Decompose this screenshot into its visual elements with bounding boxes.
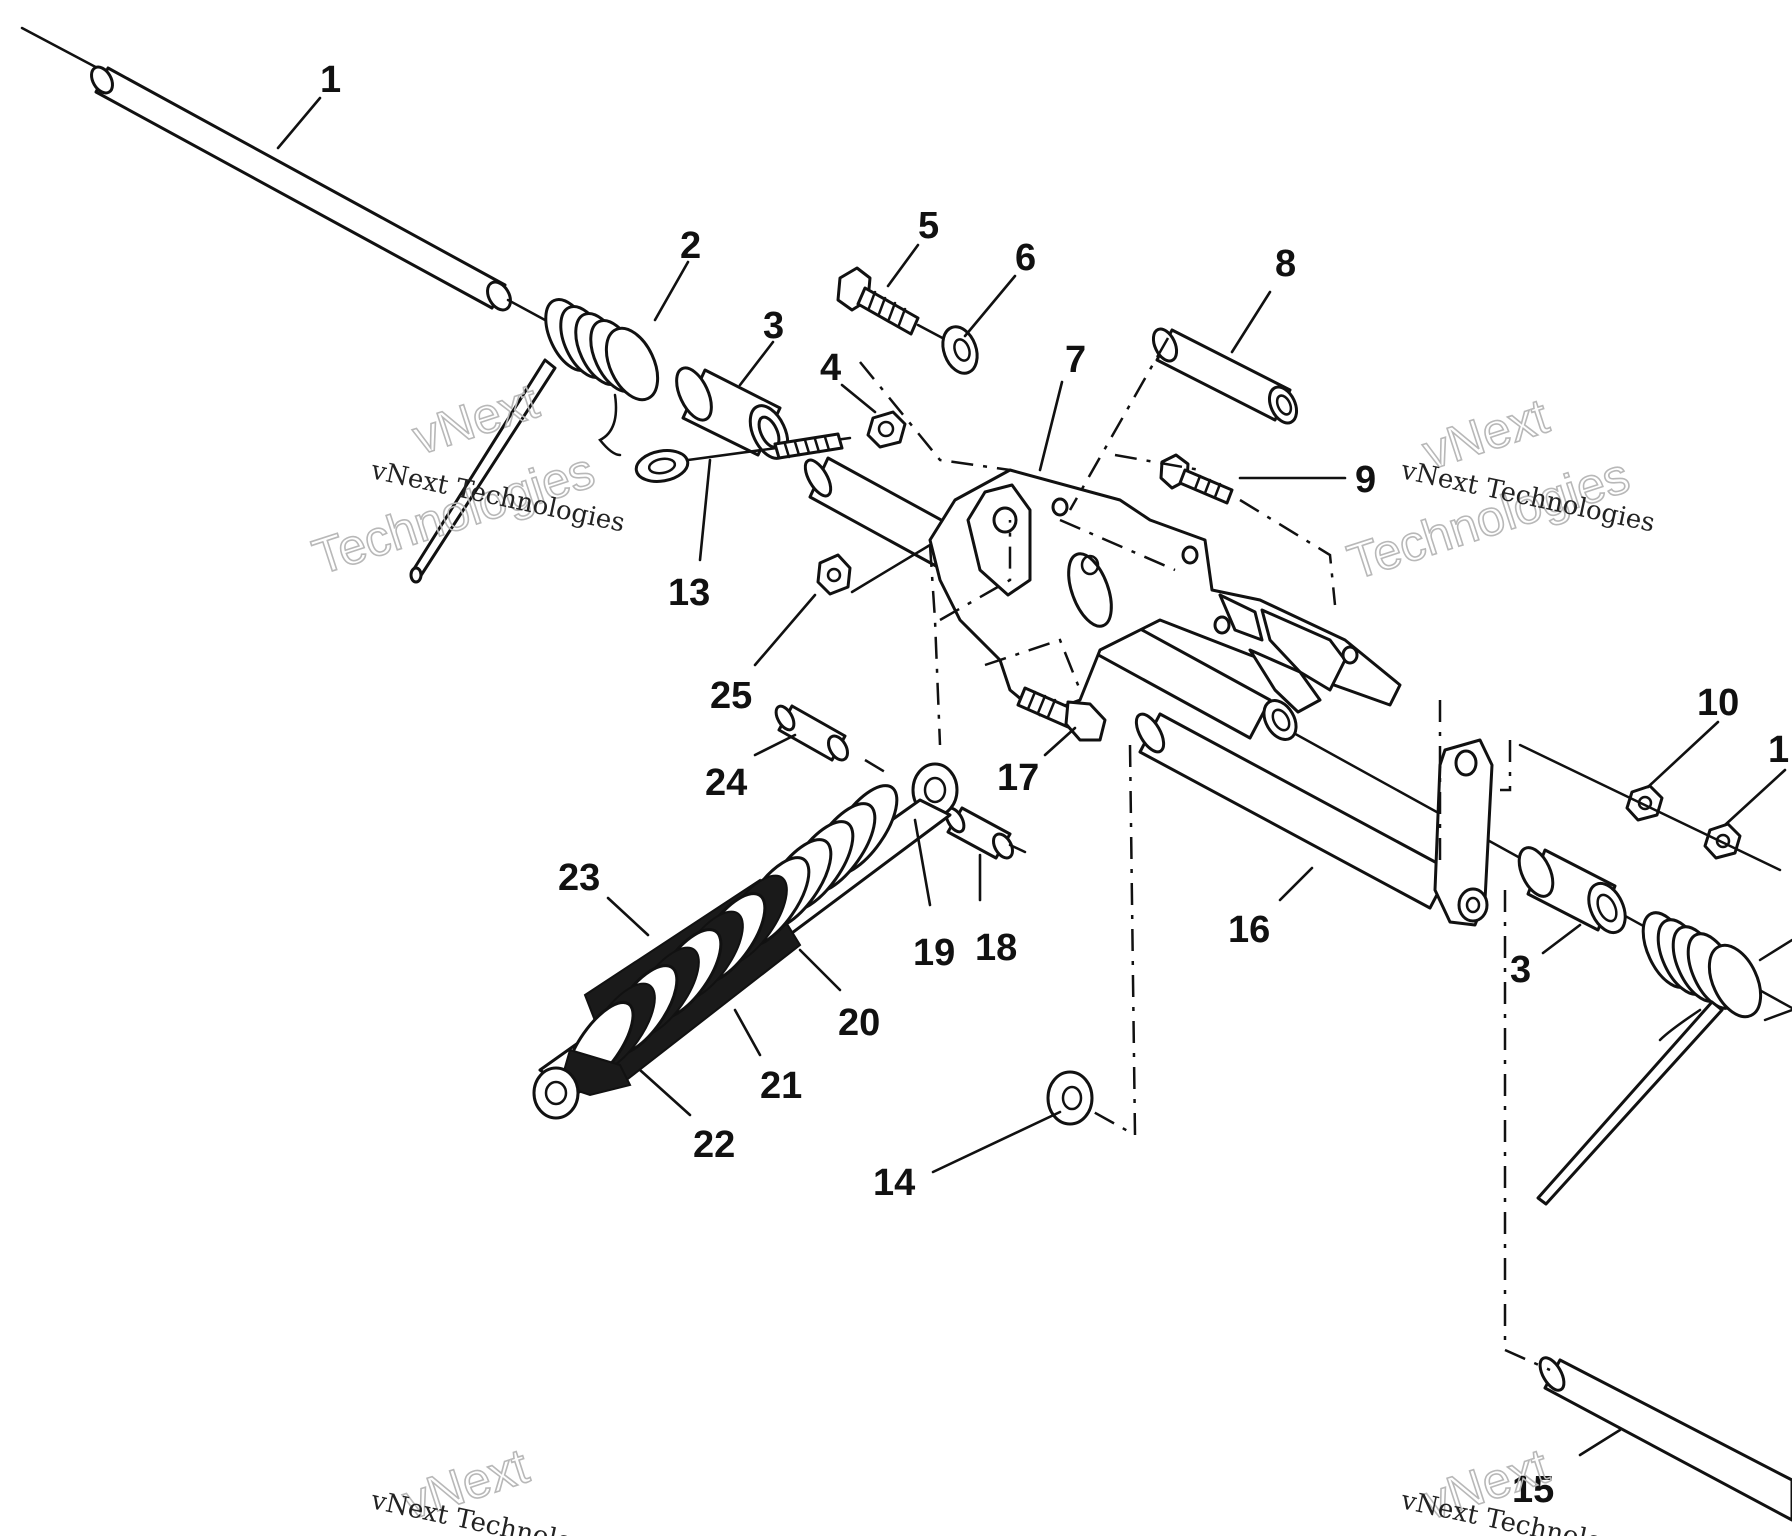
watermark-bottom-left: vNext vNext Technologies xyxy=(368,1437,628,1536)
part-8-pin xyxy=(1151,327,1299,425)
leader-lines xyxy=(276,96,1787,1457)
callout-24: 24 xyxy=(705,762,747,804)
callout-13: 13 xyxy=(668,572,710,614)
callout-10: 10 xyxy=(1697,682,1739,724)
callout-16: 16 xyxy=(1228,909,1270,951)
callout-18: 18 xyxy=(975,927,1017,969)
part-16-lower-tube xyxy=(1134,699,1452,910)
torsion-spring-right xyxy=(1536,911,1792,1206)
part-9-bolt xyxy=(1159,453,1234,505)
callout-11: 1 xyxy=(1768,729,1789,771)
callout-2: 2 xyxy=(680,225,701,267)
svg-text:vNext: vNext xyxy=(406,373,545,466)
callout-3-right: 3 xyxy=(1510,949,1531,991)
watermark-top-right: vNext Technologies vNext Technologies xyxy=(1340,387,1657,591)
part-15-tube xyxy=(1538,1356,1792,1522)
part-4-nut xyxy=(866,410,907,449)
part-2-torsion-spring-left xyxy=(409,298,660,584)
callout-21: 21 xyxy=(760,1065,802,1107)
part-17-bolt xyxy=(1016,686,1107,742)
part-1-rod xyxy=(20,26,547,322)
callout-20: 20 xyxy=(838,1002,880,1044)
part-25-nut xyxy=(816,543,932,596)
callout-25: 25 xyxy=(710,675,752,717)
part-6-washer xyxy=(941,325,979,375)
callout-22: 22 xyxy=(693,1124,735,1166)
callout-7: 7 xyxy=(1065,339,1086,381)
shock-absorber xyxy=(532,762,959,1120)
assembly-lines xyxy=(859,337,1551,1372)
part-10-nut xyxy=(1625,784,1664,822)
watermark-top-left: vNext Technologies vNext Technologies xyxy=(305,372,627,586)
part-14-washer xyxy=(1046,1070,1094,1126)
callout-19: 19 xyxy=(913,932,955,974)
part-24-spacer xyxy=(774,704,849,762)
callout-8: 8 xyxy=(1275,243,1296,285)
part-7-bracket xyxy=(928,468,1402,717)
callout-3-left: 3 xyxy=(763,305,784,347)
part-3-bushing-right xyxy=(1517,846,1627,935)
part-13-eye-bolt xyxy=(634,432,852,483)
part-18-spacer xyxy=(944,806,1027,860)
callout-9: 9 xyxy=(1355,459,1376,501)
callout-15: 15 xyxy=(1512,1469,1554,1511)
callout-14: 14 xyxy=(873,1162,915,1204)
callout-4: 4 xyxy=(820,347,841,389)
callout-labels: 1 2 3 4 5 6 7 8 9 10 1 13 14 15 16 17 18… xyxy=(320,59,1789,1511)
callout-5: 5 xyxy=(918,205,939,247)
callout-17: 17 xyxy=(997,757,1039,799)
callout-23: 23 xyxy=(558,857,600,899)
callout-6: 6 xyxy=(1015,237,1036,279)
callout-1: 1 xyxy=(320,59,341,101)
link-plate xyxy=(1433,738,1494,927)
watermark-bottom-right: vNext vNext Technologies xyxy=(1398,1437,1658,1536)
